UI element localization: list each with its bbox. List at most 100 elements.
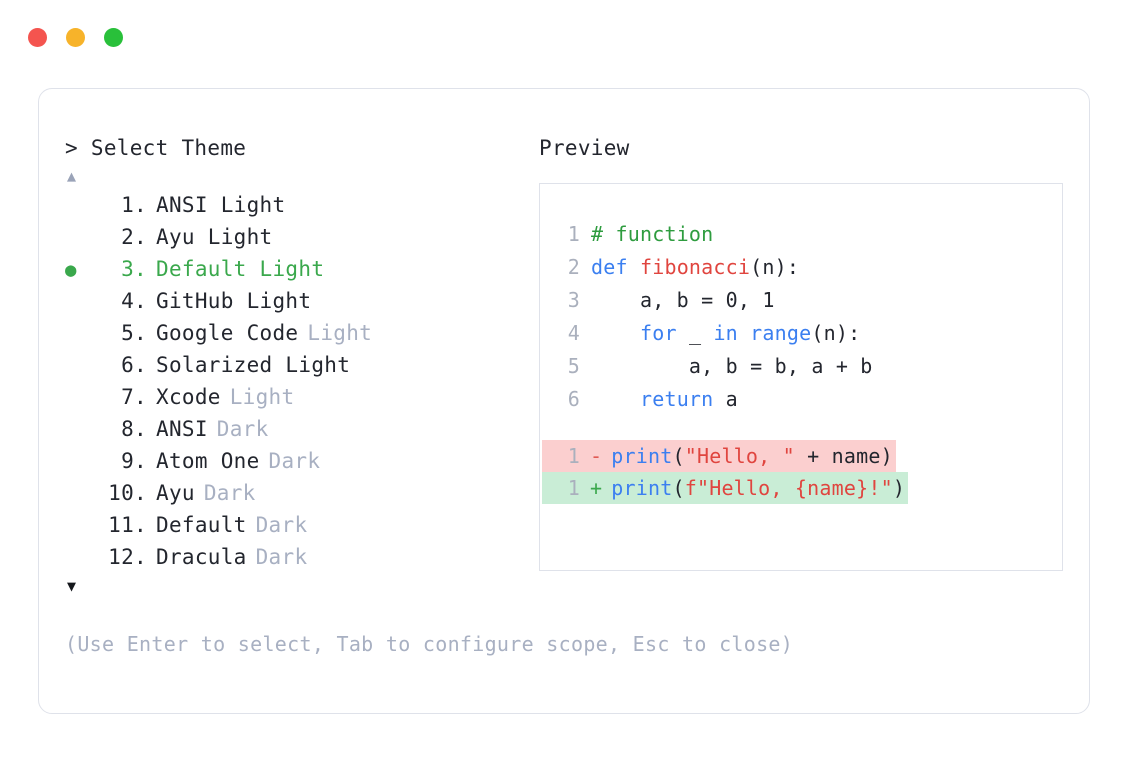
theme-item-index: 4. [121, 289, 147, 313]
code-token: in [713, 321, 738, 345]
code-token: (n): [811, 321, 861, 345]
selected-bullet-icon: ● [65, 222, 95, 254]
code-token: return [639, 387, 714, 411]
code-token: def [591, 255, 640, 279]
selected-bullet-icon: ● [65, 190, 95, 222]
theme-item-index: 10. [108, 481, 147, 505]
selected-bullet-icon: ● [65, 382, 95, 414]
theme-list: ●1.ANSI Light●2.Ayu Light●3.Default Ligh… [65, 189, 535, 573]
code-token [591, 387, 640, 411]
selected-bullet-icon: ● [65, 318, 95, 350]
theme-item-variant: Dark [255, 545, 308, 569]
selected-bullet-icon: ● [65, 286, 95, 318]
selected-bullet-icon: ● [65, 259, 77, 281]
theme-item-name: GitHub Light [156, 289, 312, 313]
theme-item-index: 3. [121, 257, 147, 281]
code-text: print(f"Hello, {name}!") [611, 472, 908, 504]
code-token: + name) [794, 444, 893, 468]
diff-line-added: 1+print(f"Hello, {name}!") [542, 472, 909, 504]
theme-item-index: 2. [121, 225, 147, 249]
selected-bullet-icon: ● [65, 478, 95, 510]
code-token: f"Hello, {name}!" [684, 476, 893, 500]
code-token [591, 321, 640, 345]
scroll-up-icon[interactable]: ▲ [67, 167, 77, 185]
theme-item-index: 9. [121, 449, 147, 473]
line-number: 1 [567, 444, 580, 468]
keyboard-hint: (Use Enter to select, Tab to configure s… [65, 632, 794, 656]
code-token: a, b = b, a + b [591, 354, 873, 378]
code-text: a, b = b, a + b [591, 350, 873, 383]
code-line: 5 a, b = b, a + b [558, 350, 1062, 383]
minimize-dot[interactable] [66, 28, 85, 47]
theme-item-index: 12. [108, 545, 147, 569]
theme-item-variant: Dark [255, 513, 308, 537]
theme-item-variant: Dark [216, 417, 269, 441]
theme-selector-card: > Select Theme ▲ ●1.ANSI Light●2.Ayu Lig… [38, 88, 1090, 714]
line-number: 4 [567, 321, 580, 345]
code-token: ( [672, 476, 685, 500]
line-number: 6 [567, 387, 580, 411]
selected-bullet-icon: ● [65, 510, 95, 542]
code-line: 4 for _ in range(n): [558, 317, 1062, 350]
code-token: 0 [725, 288, 738, 312]
theme-list-item[interactable]: ● 4. GitHub Light [65, 285, 535, 317]
theme-list-item[interactable]: ●2.Ayu Light [65, 221, 535, 253]
code-token: range [750, 321, 812, 345]
code-token: print [611, 444, 673, 468]
theme-item-name: Atom One [156, 449, 260, 473]
line-number: 2 [567, 255, 580, 279]
theme-list-item[interactable]: ●6.Solarized Light [65, 349, 535, 381]
code-token: fibonacci [639, 255, 751, 279]
close-dot[interactable] [28, 28, 47, 47]
code-token: ) [892, 476, 906, 500]
diff-marker: + [590, 476, 603, 500]
theme-list-item[interactable]: ● 1. ANSI Light [65, 189, 535, 221]
theme-item-index: 8. [121, 417, 147, 441]
theme-item-name: Xcode [156, 385, 221, 409]
code-line: 6 return a [558, 383, 1062, 416]
theme-item-variant: Dark [268, 449, 321, 473]
theme-item-name: Ayu [156, 481, 195, 505]
page-title: > Select Theme [65, 136, 247, 160]
code-text: print("Hello, " + name) [611, 440, 896, 472]
preview-label: Preview [539, 136, 630, 160]
theme-list-item[interactable]: ●3.Default Light [65, 253, 535, 285]
theme-item-index: 11. [108, 513, 147, 537]
theme-item-variant: Dark [203, 481, 256, 505]
code-token: _ [676, 321, 714, 345]
theme-list-item[interactable]: ● 8. ANSI Dark [65, 413, 535, 445]
theme-list-item[interactable]: ● 10. Ayu Dark [65, 477, 535, 509]
theme-item-index: 1. [121, 193, 147, 217]
selected-bullet-icon: ● [65, 446, 95, 478]
line-number: 1 [567, 222, 580, 246]
code-token: a [713, 387, 738, 411]
theme-list-item[interactable]: ● 9. Atom One Dark [65, 445, 535, 477]
selected-bullet-icon: ● [65, 414, 95, 446]
code-text: for _ in range(n): [591, 317, 860, 350]
line-number: 5 [567, 354, 580, 378]
theme-item-index: 7. [121, 385, 147, 409]
maximize-dot[interactable] [104, 28, 123, 47]
window-titlebar [28, 28, 123, 47]
scroll-down-icon[interactable]: ▼ [67, 577, 77, 595]
selected-bullet-icon: ● [65, 350, 95, 382]
code-text: a, b = 0, 1 [591, 284, 775, 317]
theme-item-index: 5. [121, 321, 147, 345]
theme-item-name: Google Code [156, 321, 299, 345]
theme-item-index: 6. [121, 353, 147, 377]
theme-item-name: ANSI Light [156, 193, 286, 217]
code-token: , [737, 288, 763, 312]
code-token: a, b = [591, 288, 726, 312]
diff-marker: - [590, 444, 603, 468]
code-line: 2 def fibonacci(n): [558, 251, 1062, 284]
selected-bullet-icon: ● [65, 542, 95, 574]
theme-item-name: ANSI [156, 417, 208, 441]
code-token: ( [672, 444, 685, 468]
code-text: def fibonacci(n): [591, 251, 799, 284]
